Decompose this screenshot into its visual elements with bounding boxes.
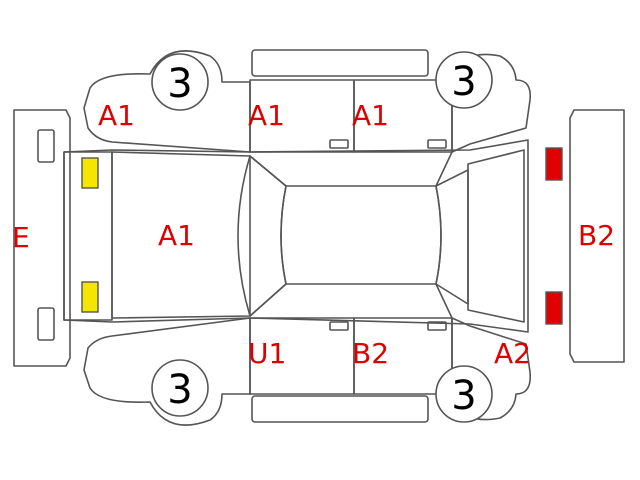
tire-rear-right: 3 — [435, 365, 493, 423]
tire-rear-left-label: 3 — [451, 59, 476, 105]
rear-bumper — [569, 109, 625, 363]
left-side-skirt — [251, 49, 429, 77]
front-bumper — [13, 109, 71, 367]
trunk — [467, 149, 525, 323]
tire-front-left-label: 3 — [167, 61, 192, 107]
label-left-front-fender: A1 — [98, 99, 135, 132]
right-front-fender — [83, 317, 251, 426]
roof — [280, 185, 442, 285]
front-right-fog-lamp — [37, 307, 55, 341]
label-rear-bumper: B2 — [578, 219, 616, 252]
left-rear-door-handle — [427, 139, 447, 149]
label-right-front-door: U1 — [248, 337, 287, 370]
tire-rear-right-label: 3 — [451, 373, 476, 419]
right-rear-door-handle — [427, 321, 447, 331]
label-right-rear-fender: A2 — [494, 337, 531, 370]
label-left-front-door: A1 — [248, 99, 285, 132]
front-left-fog-lamp — [37, 129, 55, 163]
left-front-door-handle — [329, 139, 349, 149]
label-front-bumper: E — [12, 221, 30, 254]
left-a-pillar — [249, 155, 287, 187]
tire-front-left: 3 — [151, 53, 209, 111]
left-c-pillar — [435, 151, 453, 187]
right-front-door-handle — [329, 321, 349, 331]
tire-front-right: 3 — [151, 359, 209, 417]
label-hood: A1 — [158, 219, 195, 252]
label-right-rear-door: B2 — [352, 337, 390, 370]
label-left-rear-door: A1 — [352, 99, 389, 132]
rear-window — [435, 169, 469, 305]
left-front-fender — [83, 50, 251, 153]
right-side-skirt — [251, 395, 429, 423]
tire-rear-left: 3 — [435, 51, 493, 109]
body-outline — [63, 139, 529, 333]
rear-right-tail-lamp — [545, 291, 563, 325]
tire-front-right-label: 3 — [167, 367, 192, 413]
right-c-pillar — [435, 283, 453, 319]
front-right-headlamp — [81, 281, 99, 313]
right-a-pillar — [249, 283, 287, 317]
rear-left-tail-lamp — [545, 147, 563, 181]
front-left-headlamp — [81, 157, 99, 189]
